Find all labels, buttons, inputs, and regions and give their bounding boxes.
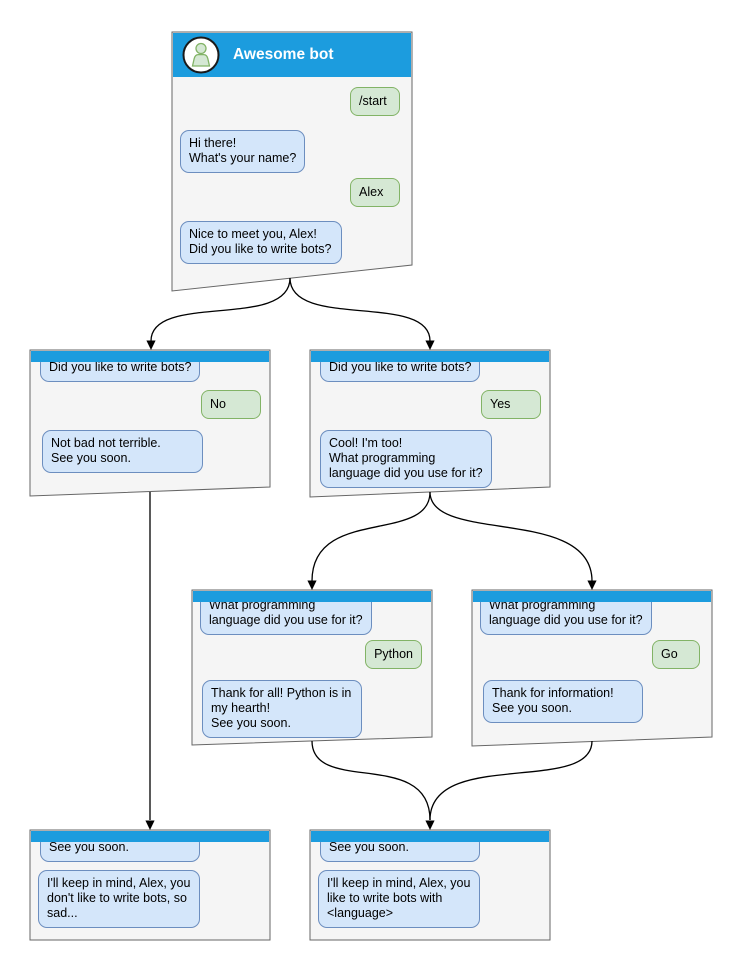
arrowhead-icon: [145, 820, 155, 830]
bot-message-bubble: Thank for all! Python is in my hearth! S…: [202, 680, 362, 738]
no-window-header-strip: [31, 351, 269, 362]
main-chat-header: Awesome bot: [173, 33, 411, 77]
bot-message-bubble: Hi there! What's your name?: [180, 130, 306, 173]
user-message-bubble: Yes: [481, 390, 541, 419]
end-no-window-header-strip: [31, 831, 269, 842]
arrowhead-icon: [587, 580, 597, 590]
flow-arrow-yes-to-go: [429, 491, 593, 582]
bot-message-bubble: I'll keep in mind, Alex, you don't like …: [38, 870, 200, 928]
arrowhead-icon: [425, 340, 435, 350]
arrowhead-icon: [307, 580, 317, 590]
user-message-bubble: Alex: [350, 178, 400, 207]
arrowhead-icon: [146, 340, 156, 350]
user-message-bubble: No: [201, 390, 261, 419]
user-message-bubble: Go: [652, 640, 700, 669]
bot-avatar-person-icon: [182, 36, 220, 74]
flow-arrow-python-to-end: [311, 740, 431, 821]
flow-arrows: [149, 277, 593, 821]
go-window-header-strip: [473, 591, 711, 602]
user-message-bubble: /start: [350, 87, 400, 116]
flow-arrow-yes-to-python: [311, 491, 431, 582]
user-message-bubble: Python: [365, 640, 422, 669]
flow-arrow-go-to-end: [429, 740, 593, 821]
bot-title: Awesome bot: [233, 46, 334, 63]
bot-message-bubble: I'll keep in mind, Alex, you like to wri…: [318, 870, 480, 928]
python-window-header-strip: [193, 591, 431, 602]
yes-window-header-strip: [311, 351, 549, 362]
bot-message-bubble: Nice to meet you, Alex! Did you like to …: [180, 221, 342, 264]
bot-message-bubble: Not bad not terrible. See you soon.: [42, 430, 203, 473]
bot-message-bubble: Thank for information! See you soon.: [483, 680, 643, 723]
flow-arrowheads: [145, 340, 597, 830]
flow-arrow-main-to-yes: [289, 277, 431, 342]
end-yes-window-header-strip: [311, 831, 549, 842]
flow-arrow-main-to-no: [150, 277, 291, 342]
bot-message-bubble: Cool! I'm too! What programming language…: [320, 430, 492, 488]
arrowhead-icon: [425, 820, 435, 830]
